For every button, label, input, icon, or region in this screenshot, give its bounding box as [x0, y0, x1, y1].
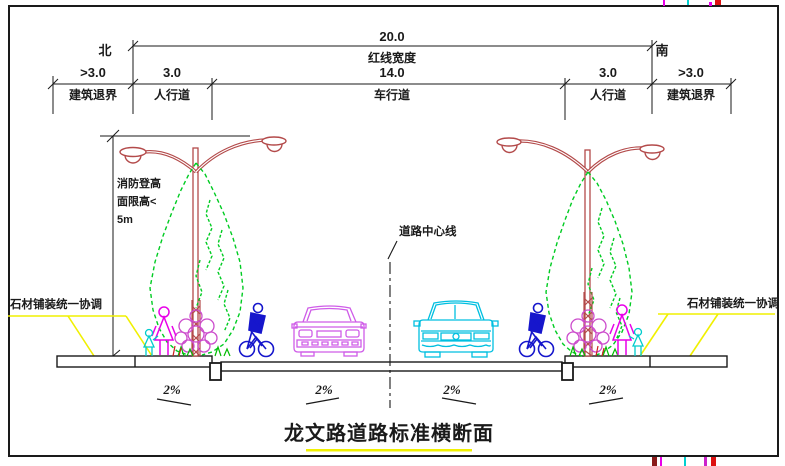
cyclist-left	[238, 302, 275, 358]
drawing-title: 龙文路道路标准横断面	[284, 423, 494, 445]
tree-trunk-right	[583, 292, 593, 357]
paving-hatch-right	[639, 313, 775, 357]
child-left	[142, 328, 159, 356]
cyclist-right	[518, 302, 555, 358]
dim-label-sidewalk-left: 人行道	[153, 88, 191, 102]
road-centerline	[387, 240, 398, 408]
lamp-head-icon	[261, 136, 287, 146]
streetlamp-left	[119, 136, 287, 357]
pedestrian-right	[609, 304, 635, 355]
lamp-head-icon	[119, 146, 147, 158]
grass-tufts	[172, 345, 619, 357]
centerline-label: 道路中心线	[399, 226, 457, 238]
dim-value-sidewalk-left: 3.0	[162, 65, 182, 80]
dim-value-carriageway: 14.0	[379, 65, 405, 80]
slope-label-2: 2%	[315, 382, 333, 397]
carriageway-surface	[220, 361, 563, 372]
dim-label-sidewalk-right: 人行道	[589, 88, 627, 102]
edge-marks-top	[663, 0, 721, 6]
height-reference-lines	[100, 129, 250, 363]
sidewalk-right	[564, 355, 728, 368]
streetlamp-right	[496, 137, 665, 357]
slope-label-3: 2%	[443, 382, 461, 397]
tree-right	[545, 171, 633, 357]
dim-value-sidewalk-right: 3.0	[598, 65, 618, 80]
drawing-border	[8, 5, 779, 457]
tree-left	[149, 162, 244, 356]
dim-value-setback-left: >3.0	[80, 65, 106, 80]
dim-label-carriageway: 车行道	[373, 88, 411, 102]
child-right	[628, 327, 645, 356]
curb-left	[209, 362, 222, 381]
lamp-head-icon	[496, 137, 522, 147]
dim-total-value: 20.0	[379, 29, 405, 44]
compass-north: 北	[98, 43, 112, 58]
shrub-left	[174, 309, 218, 353]
dim-label-setback-right: 建筑退界	[666, 88, 716, 102]
paving-label-right: 石材铺装统一协调	[687, 298, 779, 310]
slope-label-4: 2%	[599, 382, 617, 397]
car-left	[291, 305, 367, 357]
lamp-head-icon	[639, 144, 665, 154]
dim-value-setback-right: >3.0	[678, 65, 704, 80]
paving-hatch-left	[8, 315, 153, 357]
slope-marks	[156, 397, 624, 406]
title-underline	[306, 449, 472, 452]
paving-label-left: 石材铺装统一协调	[10, 299, 102, 311]
curb-right	[561, 362, 574, 381]
fire-note-line1: 消防登高	[117, 178, 161, 190]
edge-marks-bottom	[652, 457, 716, 466]
slope-label-1: 2%	[163, 382, 181, 397]
sidewalk-left	[56, 355, 213, 368]
compass-south: 南	[655, 43, 669, 58]
dimension-lines	[47, 40, 737, 120]
dim-label-setback-left: 建筑退界	[68, 88, 118, 102]
fire-note-line3: 5m	[117, 214, 133, 226]
fire-note-line2: 面限高<	[117, 196, 157, 208]
shrub-right	[566, 309, 610, 353]
dim-redline-label: 红线宽度	[367, 51, 417, 65]
pedestrian-left	[151, 306, 177, 355]
car-right	[413, 300, 499, 358]
